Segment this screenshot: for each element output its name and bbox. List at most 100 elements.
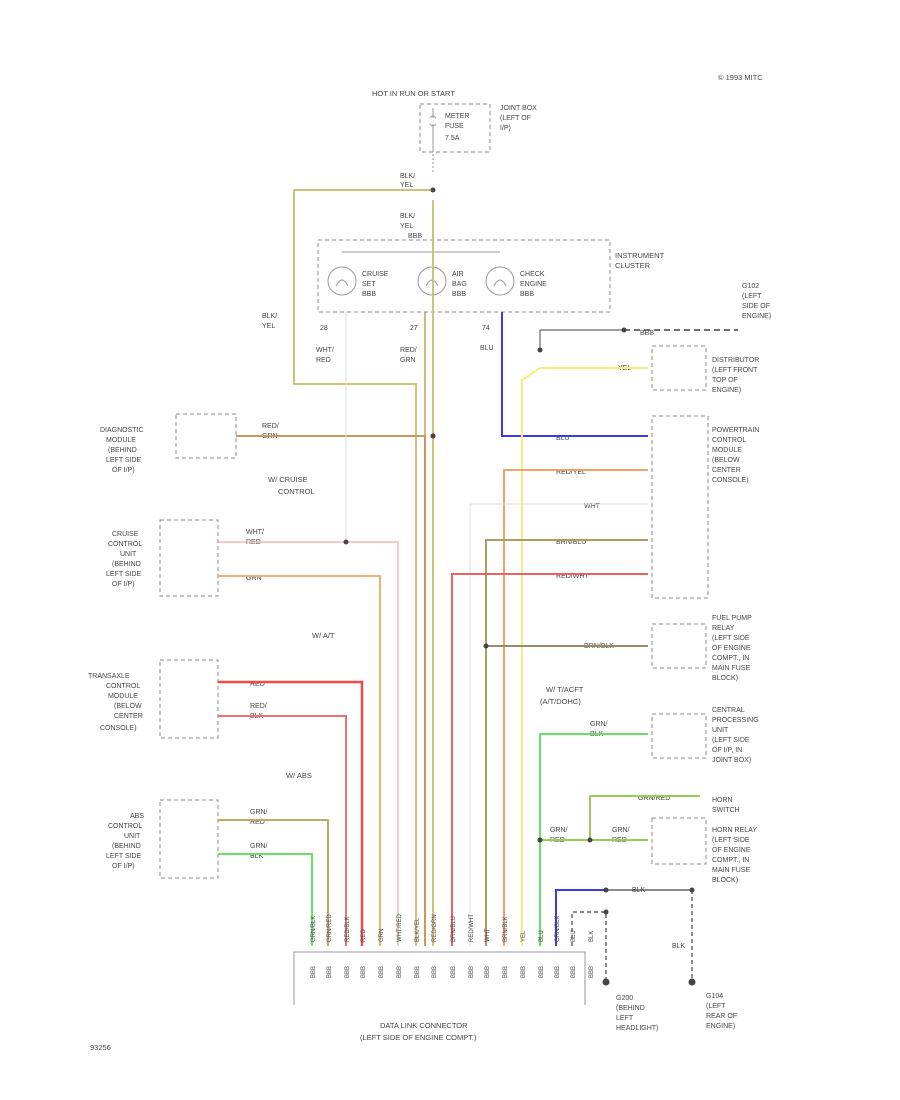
wire-redblk-tcm: [218, 715, 347, 946]
tcm-label-2: MODULE: [108, 693, 138, 700]
dlc-pin-wire-label: YEL: [521, 930, 527, 942]
splice-dot-8: [603, 887, 609, 893]
wire-top-label-1: YEL: [400, 182, 413, 189]
cruise-lamp-label-1: SET: [362, 281, 376, 288]
diagnostic-module: DIAGNOSTIC MODULE (BEHIND LEFT SIDE OF I…: [100, 413, 279, 474]
cruise-control-unit: CRUISE CONTROL UNIT (BEHIND LEFT SIDE OF…: [106, 519, 264, 597]
dist-label-1: (LEFT FRONT: [712, 367, 758, 374]
ccu-label-3: (BEHIND: [112, 561, 141, 568]
fpr-label-5: MAIN FUSE: [712, 665, 750, 672]
g104-ground-icon: [688, 978, 696, 986]
tcm-label-0: TRANSAXLE: [88, 673, 130, 680]
dlc-pin-number: BBB: [589, 966, 595, 978]
diag-wire-0: RED/: [262, 423, 279, 430]
abs-control-unit: ABS CONTROL UNIT (BEHIND LEFT SIDE OF I/…: [106, 799, 268, 879]
horn-switch-label-1: SWITCH: [712, 807, 740, 814]
wire-blu-pcm: [501, 312, 648, 437]
note-cruise-1: CONTROL: [278, 487, 315, 496]
fuel-pump-relay: FUEL PUMP RELAY (LEFT SIDE OF ENGINE COM…: [584, 615, 752, 682]
wire-redyel-pcm: [503, 469, 648, 946]
cluster-pin-74: 74: [482, 325, 490, 332]
wire-mid-label-1: YEL: [400, 223, 413, 230]
splice-dot-5: [537, 837, 543, 843]
dist-label-3: ENGINE): [712, 387, 741, 394]
pcm-label-5: CONSOLE): [712, 477, 749, 484]
cpu-label-4: OF I/P, IN: [712, 747, 742, 754]
check-lamp-label-1: ENGINE: [520, 281, 547, 288]
horn-switch-wire-0: GRN/RED: [638, 795, 670, 802]
cpu-label-5: JOINT BOX): [712, 757, 751, 764]
fuse-box: [419, 103, 491, 153]
cluster-pin-28: 28: [320, 325, 328, 332]
horn-relay: HORN RELAY (LEFT SIDE OF ENGINE COMPT., …: [550, 817, 757, 884]
shield-wire-label: BBB: [640, 330, 654, 337]
abs-label-1: CONTROL: [108, 823, 142, 830]
pcm-label-4: CENTER: [712, 467, 741, 474]
diag-label-2: (BEHIND: [108, 447, 137, 454]
dlc-pin-wire-label: GRN/RED: [327, 914, 333, 942]
joint-box-line-0: JOINT BOX: [500, 105, 537, 112]
g200-label-3: HEADLIGHT): [616, 1025, 658, 1032]
g200-label-1: (BEHIND: [616, 1005, 645, 1012]
dlc-pin-wire-label: RED: [361, 929, 367, 942]
dlc-pin-wire-label: WHT: [485, 928, 491, 942]
dlc-pin-number: BBB: [432, 966, 438, 978]
transaxle-control-module: TRANSAXLE CONTROL MODULE (BELOW CENTER C…: [88, 659, 267, 739]
dlc-pin-number: BBB: [503, 966, 509, 978]
fpr-label-6: BLOCK): [712, 675, 738, 682]
hr-label-1: (LEFT SIDE: [712, 837, 750, 844]
dlc-pin-wire-label: BRN/BLK: [503, 916, 509, 942]
wire-whtred-ccu: [218, 541, 399, 946]
dlc-pin-wire-label: BLK/YEL: [415, 917, 421, 942]
note-abs: W/ ABS: [286, 771, 312, 780]
dlc-pin-wire-label: BLK: [589, 931, 595, 942]
g102-label-2: SIDE OF: [742, 303, 770, 310]
dlc-pin-number: BBB: [327, 966, 333, 978]
pcm-label-2: MODULE: [712, 447, 742, 454]
tcm-label-3: (BELOW: [114, 703, 142, 710]
ccu-wire-0a: WHT/: [246, 529, 264, 536]
dlc-pin-wire-label: GRN: [379, 929, 385, 942]
wire-mid-label-0: BLK/: [400, 213, 415, 220]
airbag-lamp-label-1: BAG: [452, 281, 467, 288]
splice-dot-3: [483, 643, 489, 649]
pcm-wire-blu: BLU: [556, 435, 570, 442]
wire-blkyel-left: [293, 189, 433, 946]
g104-label-2: REAR OF: [706, 1013, 737, 1020]
dlc-pin-number: BBB: [361, 966, 367, 978]
hr-label-5: BLOCK): [712, 877, 738, 884]
ccu-label-5: OF I/P): [112, 581, 135, 588]
wire-top-label-0: BLK/: [400, 173, 415, 180]
wire-left-label-1: YEL: [262, 323, 275, 330]
abs-wire-0a: GRN/: [250, 809, 268, 816]
cluster-pin-27: 27: [410, 325, 418, 332]
check-engine-lamp-icon: [485, 266, 515, 296]
cruise-lamp-label-0: CRUISE: [362, 271, 389, 278]
wire-redgrn-diag: [236, 435, 426, 946]
tcm-label-4: CENTER: [114, 713, 143, 720]
dlc-pin-wire-label: GRN/BLK: [555, 916, 561, 942]
dlc-label-0: DATA LINK CONNECTOR: [380, 1021, 468, 1030]
pcm-label-3: (BELOW: [712, 457, 740, 464]
dlc-label-1: (LEFT SIDE OF ENGINE COMPT.): [360, 1033, 477, 1042]
joint-box-line-2: I/P): [500, 125, 511, 132]
airbag-lamp-label-2: BBB: [452, 291, 466, 298]
fuse-area: HOT IN RUN OR START METER FUSE 7.5A JOIN…: [372, 89, 537, 172]
cruise-set-lamp-icon: [327, 266, 357, 296]
g200-label-0: G200: [616, 995, 633, 1002]
ccu-label-4: LEFT SIDE: [106, 571, 142, 578]
cpu-label-1: PROCESSING: [712, 717, 759, 724]
abs-wire-0b: RED: [250, 819, 265, 826]
splice-dot-1: [430, 433, 436, 439]
pcm-label-1: CONTROL: [712, 437, 746, 444]
fuse-symbol: [429, 108, 437, 150]
ground-g104: G104 (LEFT REAR OF ENGINE): [706, 993, 737, 1030]
cpu-label-2: UNIT: [712, 727, 729, 734]
horn-switch: HORN SWITCH GRN/RED: [638, 795, 740, 814]
pin27-wire-0: RED/: [400, 347, 417, 354]
cpu-label-0: CENTRAL: [712, 707, 745, 714]
wire-red-tcm: [218, 680, 364, 946]
abs-wire-1b: BLK: [250, 853, 264, 860]
